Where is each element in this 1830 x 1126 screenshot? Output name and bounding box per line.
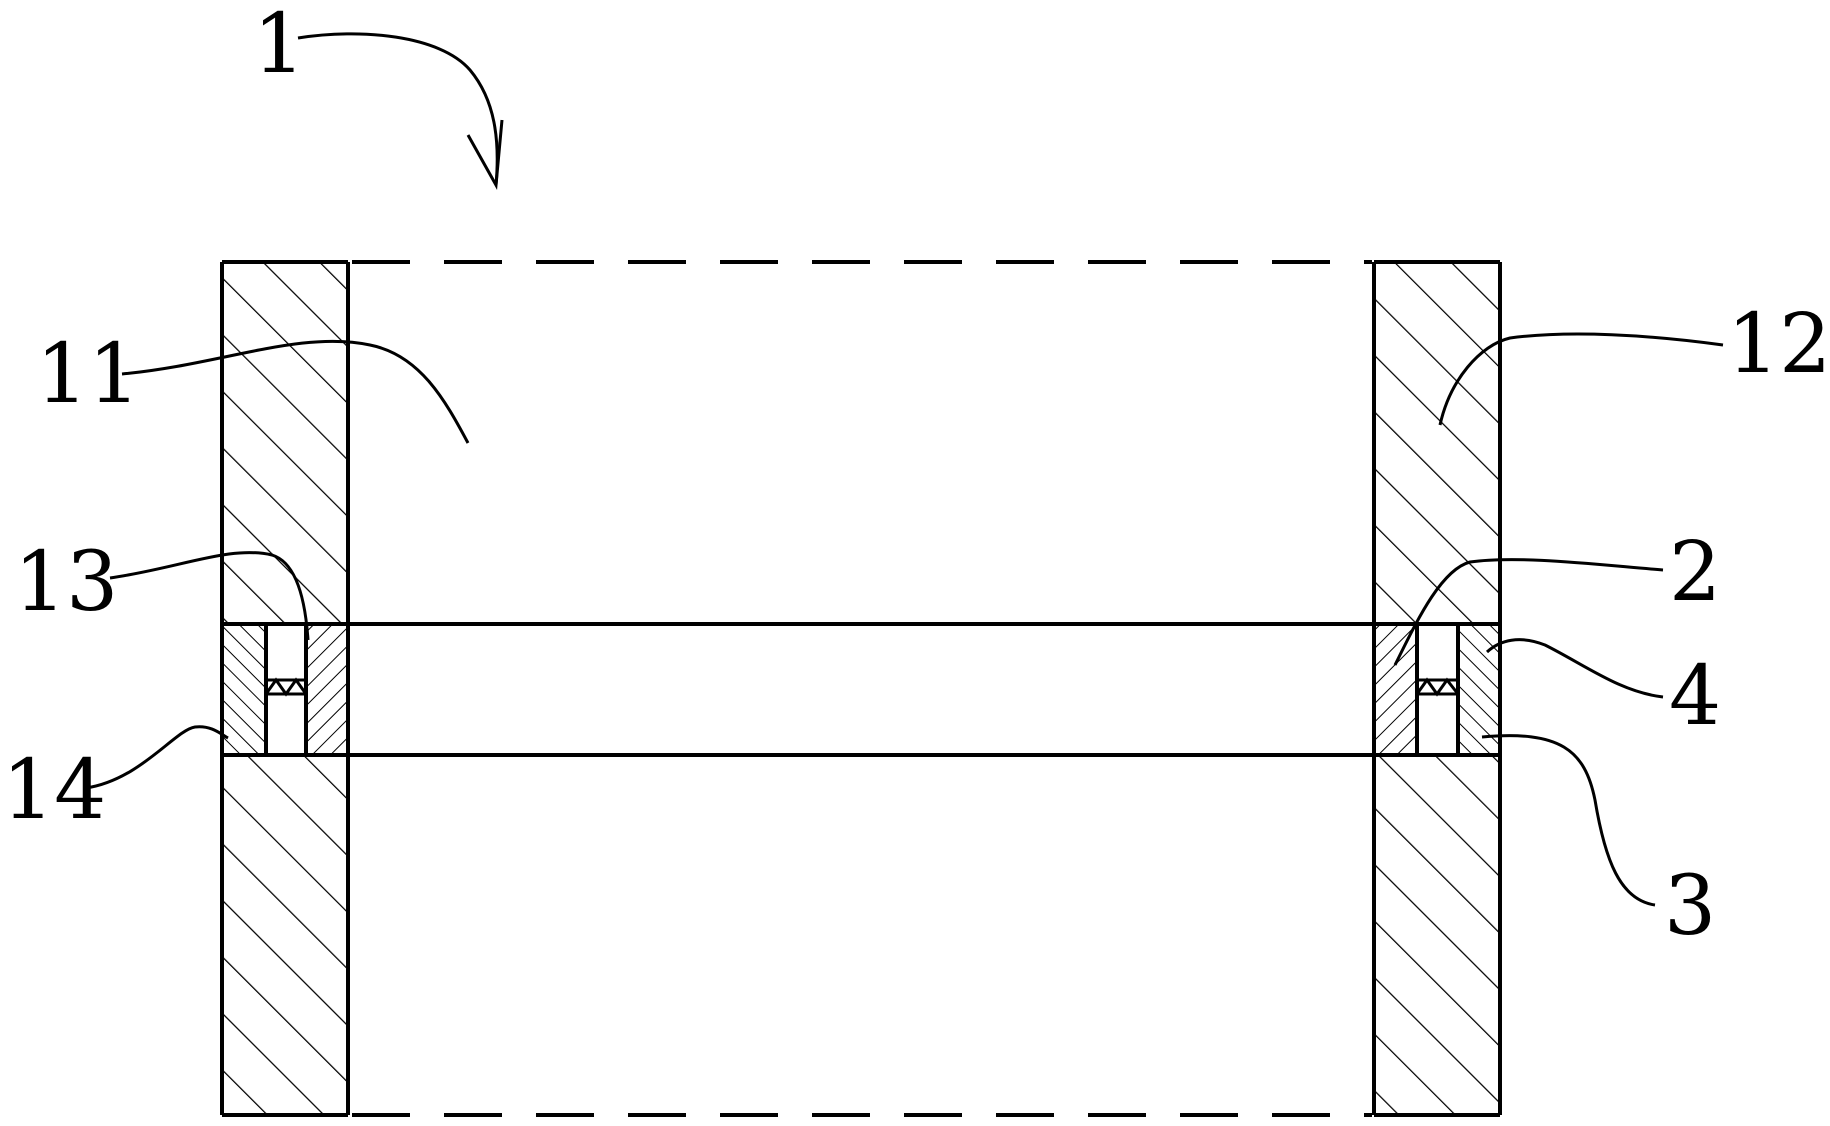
leader-12 xyxy=(1438,332,1724,426)
leader-4 xyxy=(1485,638,1664,699)
label-1: 1 xyxy=(253,0,305,92)
label-2: 2 xyxy=(1669,525,1721,620)
leader-3 xyxy=(1481,734,1656,907)
label-11: 11 xyxy=(36,327,140,422)
leader-1 xyxy=(297,32,499,186)
label-13: 13 xyxy=(14,535,118,630)
arrow-head-1 xyxy=(466,119,504,190)
label-14: 14 xyxy=(2,743,106,838)
label-4: 4 xyxy=(1669,649,1721,744)
left-outer-block xyxy=(220,622,268,757)
central-plate xyxy=(348,622,1374,757)
label-12: 12 xyxy=(1727,297,1830,392)
left-inner-ring xyxy=(304,622,350,757)
left-connector xyxy=(264,677,308,697)
leader-14 xyxy=(85,725,229,790)
leader-2 xyxy=(1393,558,1664,666)
right-connector xyxy=(1415,677,1460,697)
label-3: 3 xyxy=(1664,859,1716,954)
leader-13 xyxy=(109,551,310,641)
leader-11 xyxy=(121,339,470,444)
right-inner-ring xyxy=(1372,622,1419,757)
